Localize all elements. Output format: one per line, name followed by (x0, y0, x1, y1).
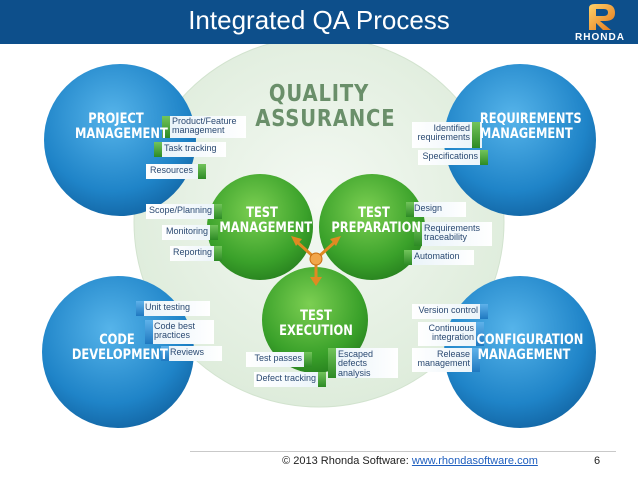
tag-release-management-text: Release management (417, 349, 470, 369)
tag-requirements-traceability (414, 222, 492, 246)
tag-identified-requirements (412, 122, 482, 148)
tag-reviews-text: Reviews (170, 347, 205, 357)
code-development-title: CODE DEVELOPMENT (71, 332, 168, 364)
tag-resources-text: Resources (150, 165, 194, 175)
requirements-management-title: REQUIREMENTS MANAGEMENT (479, 111, 582, 143)
arrow-hub (309, 252, 323, 266)
tag-monitoring (162, 225, 218, 240)
tag-automation (404, 250, 474, 265)
tag-escaped-defects-analysis-text: Escaped defects analysis (338, 349, 374, 378)
requirements-management-circle (444, 64, 596, 216)
tag-continuous-integration-text: Continuous integration (428, 323, 474, 343)
qa-diagram (42, 44, 596, 428)
rhonda-logo: RHONDA (567, 2, 633, 44)
tag-defect-tracking (254, 372, 326, 387)
website-link[interactable]: www.rhondasoftware.com (411, 455, 538, 467)
tag-requirements-traceability-text: Requirements traceability (424, 223, 481, 243)
test-execution-title: TEST EXECUTION (279, 308, 353, 340)
slide-title: Integrated QA Process (188, 5, 450, 35)
tag-specifications (418, 150, 488, 165)
tag-escaped-defects-analysis (328, 348, 398, 378)
tag-code-best-practices-text: Code best practices (154, 321, 196, 341)
quality-assurance-label: QUALITY ASSURANCE (255, 81, 396, 133)
rhonda-logo-icon (589, 4, 615, 30)
project-management-title: PROJECT MANAGEMENT (75, 111, 168, 143)
tag-design-text: Design (414, 203, 443, 213)
tag-reporting (170, 246, 222, 261)
tag-defect-tracking-text: Defect tracking (255, 373, 316, 383)
tag-resources (146, 164, 206, 179)
test-preparation-circle (319, 174, 425, 280)
tag-reporting-text: Reporting (172, 247, 212, 257)
slide-footer: © 2013 Rhonda Software: www.rhondasoftwa… (0, 451, 638, 479)
title-bar: Integrated QA Process RHONDA (0, 0, 638, 44)
tag-task-tracking (154, 142, 226, 157)
tag-task-tracking-text: Task tracking (164, 143, 217, 153)
tag-test-passes-text: Test passes (254, 353, 302, 363)
test-preparation-title: TEST PREPARATION (331, 205, 422, 237)
tag-product-feature (162, 116, 246, 138)
tag-version-control (412, 304, 488, 319)
tag-test-passes (246, 352, 312, 367)
tag-unit-testing-text: Unit testing (145, 302, 191, 312)
test-execution-circle (262, 267, 368, 373)
tag-automation-text: Automation (414, 251, 460, 261)
page-number: 6 (594, 455, 601, 467)
tag-identified-requirements-text: Identified requirements (417, 123, 470, 143)
tag-reviews (161, 346, 222, 361)
tag-scope-planning-text: Scope/Planning (148, 205, 212, 215)
tag-version-control-text: Version control (418, 305, 478, 315)
configuration-management-title: CONFIGURATION MANAGEMENT (476, 332, 584, 364)
tag-product-feature-text: Product/Feature management (172, 116, 237, 136)
tag-release-management (412, 348, 480, 372)
tag-code-best-practices (145, 320, 214, 344)
logo-word: RHONDA (575, 32, 625, 43)
tag-design (406, 202, 466, 217)
tag-monitoring-text: Monitoring (165, 226, 208, 236)
test-management-circle (207, 174, 313, 280)
tag-continuous-integration (418, 322, 484, 346)
tag-specifications-text: Specifications (422, 151, 478, 161)
tag-scope-planning (146, 204, 222, 219)
footer-copyright: © 2013 Rhonda Software: www.rhondasoftwa… (282, 455, 538, 467)
tag-unit-testing (136, 301, 210, 316)
footer-divider (190, 451, 616, 452)
test-management-title: TEST MANAGEMENT (219, 205, 313, 237)
